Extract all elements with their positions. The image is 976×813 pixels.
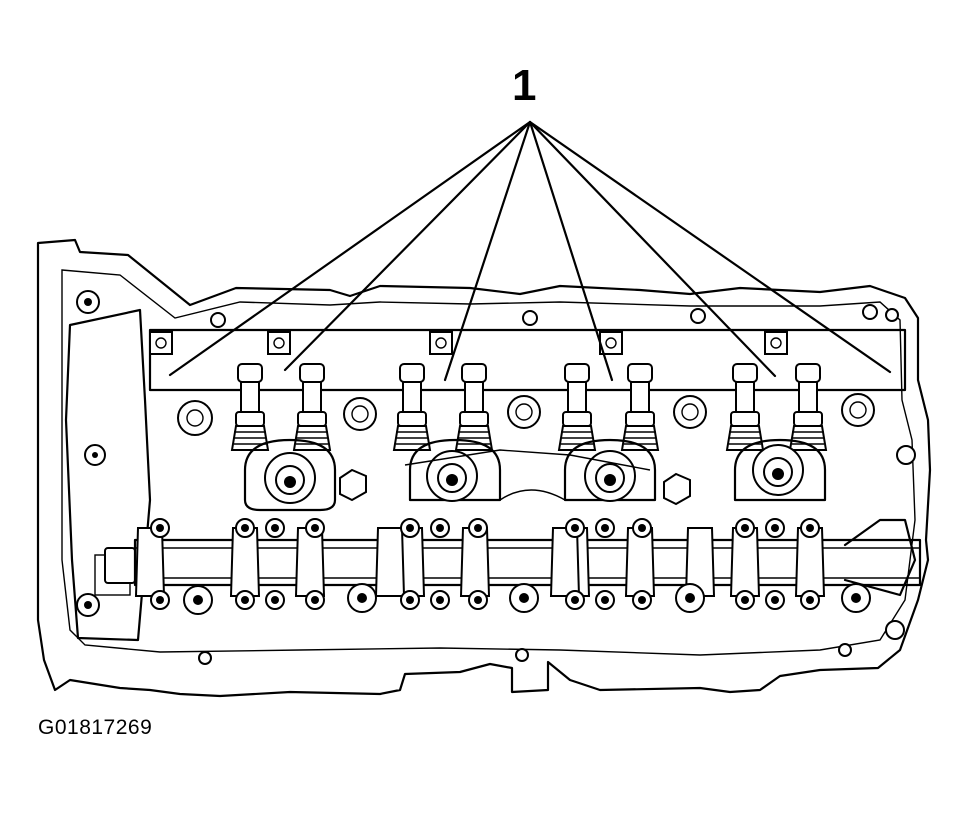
lower-bosses [183, 583, 871, 615]
hex-bolts [339, 468, 691, 506]
fuel-injector [392, 363, 432, 451]
camshaft-lobe [294, 527, 326, 597]
cam-cap-bolt [765, 518, 785, 610]
camshaft-lobe [374, 527, 406, 597]
cylinder-head-outline [36, 238, 932, 698]
leader-line [168, 120, 532, 377]
camshaft-lobe [134, 527, 166, 597]
fuel-injector [292, 363, 332, 451]
cam-sensor [104, 547, 136, 584]
fuel-injector [230, 363, 270, 451]
fuel-injector [620, 363, 660, 451]
camshaft [133, 518, 922, 597]
end-cap-plate [64, 308, 152, 642]
figure-id: G01817269 [38, 716, 153, 739]
fuel-injector [725, 363, 765, 451]
cam-cap-bolt [235, 518, 255, 610]
fuel-injector [557, 363, 597, 451]
cam-cap-bolt [735, 518, 755, 610]
callout-leader-lines [168, 120, 892, 382]
cam-cap-bolt [265, 518, 285, 610]
cam-cap-bolt [632, 518, 652, 610]
cam-cap-bolt [305, 518, 325, 610]
spark-plug-towers [243, 438, 827, 512]
camshaft-lobe [549, 527, 581, 597]
rail-bolt-holes [76, 290, 916, 665]
leader-line [528, 120, 614, 382]
rail-bosses [177, 393, 875, 436]
camshaft-lobe [794, 527, 826, 597]
cam-cap-bolt [400, 518, 420, 610]
fuel-injector [788, 363, 828, 451]
camshaft-lobe [624, 527, 656, 597]
camshaft-lobe [229, 527, 261, 597]
cam-cap-bolt [565, 518, 585, 610]
upper-rail [148, 328, 907, 392]
camshaft-lobe [459, 527, 491, 597]
leader-line [443, 120, 532, 382]
rail-tabs [149, 331, 788, 355]
camshaft-lobe [684, 527, 716, 597]
cam-cap-bolt [468, 518, 488, 610]
camshaft-lobe [729, 527, 761, 597]
cam-cap-bolt [430, 518, 450, 610]
fuel-injector [454, 363, 494, 451]
cam-cap-bolt [150, 518, 170, 610]
cam-cap-bolt-group [150, 518, 820, 610]
leader-line [528, 120, 892, 374]
cam-cap-bolt [800, 518, 820, 610]
leader-line [528, 120, 777, 378]
callout-label: 1 [512, 61, 537, 110]
cam-cap-bolt [595, 518, 615, 610]
leader-line [283, 120, 532, 372]
